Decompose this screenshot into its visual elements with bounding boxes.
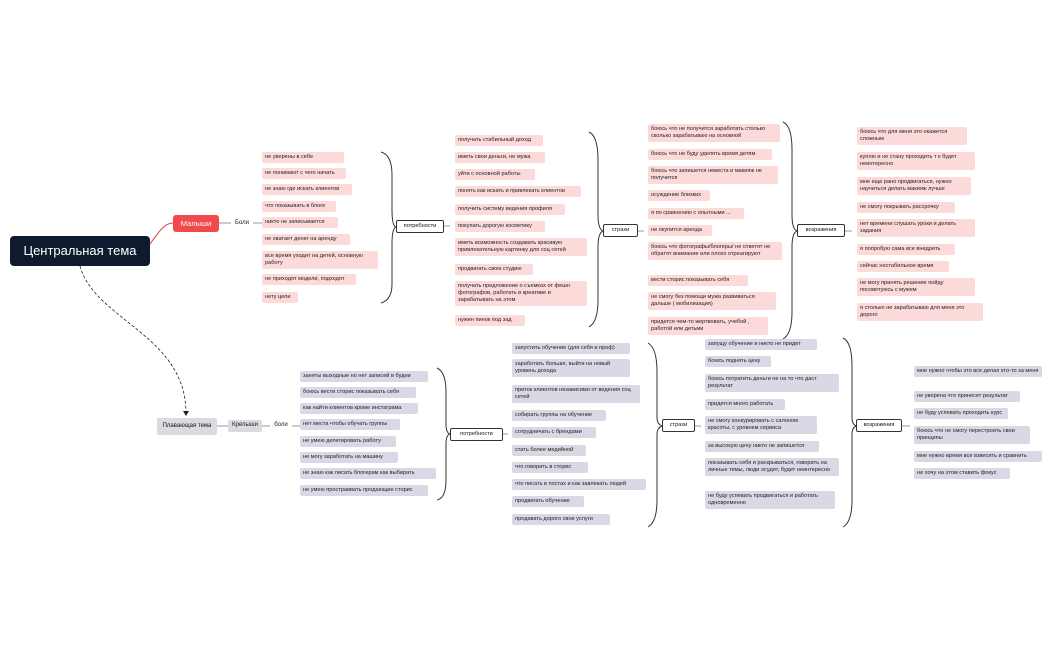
malyshi-boli-leaf[interactable]: не знаю где искать клиентов: [262, 184, 352, 195]
malyshi-objection-leaf[interactable]: мне еще рано продвигаться, нужно научить…: [857, 177, 971, 195]
malyshi-objections-label[interactable]: возражения: [797, 224, 845, 237]
malyshi-fear-leaf[interactable]: не окупится аренда: [648, 225, 712, 236]
malyshi-boli-leaf[interactable]: не уверены в себе: [262, 152, 344, 163]
malyshi-boli-leaf[interactable]: нету цели: [262, 292, 298, 303]
malyshi-needs-label[interactable]: потребности: [396, 220, 444, 233]
krepyshi-boli-leaf[interactable]: заняты выходные но нет записей в будни: [300, 371, 428, 382]
krepyshi-need-leaf[interactable]: приток клиентов независимо от ведения со…: [512, 385, 640, 403]
malyshi-fear-leaf[interactable]: боюсь что не получится заработать стольк…: [648, 124, 780, 142]
malyshi-need-leaf[interactable]: иметь свои деньги, не мужа: [455, 152, 545, 163]
krepyshi-fear-leaf[interactable]: показывать себя и раскрываться, говорить…: [705, 458, 839, 476]
malyshi-fears-label[interactable]: страхи: [603, 224, 638, 237]
malyshi-boli-leaf[interactable]: все время уходит на детей, основную рабо…: [262, 251, 378, 269]
malyshi-need-leaf[interactable]: получить систему ведения профиля: [455, 204, 565, 215]
krepyshi-objection-leaf[interactable]: боюсь что не смогу перестроить свои прин…: [914, 426, 1030, 444]
malyshi-fear-leaf[interactable]: не смогу без помощи мужа развиваться дал…: [648, 292, 776, 310]
malyshi-need-leaf[interactable]: получать предложение о съемках от фешн ф…: [455, 281, 587, 306]
malyshi-boli-leaf[interactable]: не приходят модели, подходят: [262, 274, 356, 285]
krepyshi-objection-leaf[interactable]: мне нужно чтобы это все делал кто-то за …: [914, 366, 1042, 377]
krepyshi-boli-leaf[interactable]: не могу заработать на машину: [300, 452, 398, 463]
krepyshi-objection-leaf[interactable]: не уверена что принесет результат: [914, 391, 1020, 402]
topic-malyshi[interactable]: Малыши: [173, 215, 219, 232]
krepyshi-boli-leaf[interactable]: нет места чтобы обучать группы: [300, 419, 400, 430]
krepyshi-objection-leaf[interactable]: мне нужно время все взвесить и сравнить: [914, 451, 1042, 462]
malyshi-boli-leaf[interactable]: что показывать в блоге: [262, 201, 336, 212]
krepyshi-objections-label[interactable]: возражения: [856, 419, 902, 432]
central-topic[interactable]: Центральная тема: [10, 236, 150, 266]
malyshi-objection-leaf[interactable]: куплю и не стану проходить т к будет неи…: [857, 152, 975, 170]
krepyshi-fear-leaf[interactable]: запущу обучение и никто не придет: [705, 339, 817, 350]
krepyshi-boli-leaf[interactable]: боюсь вести сторис показывать себя: [300, 387, 416, 398]
malyshi-objection-leaf[interactable]: боюсь что для меня это окажется сложным: [857, 127, 967, 145]
malyshi-fear-leaf[interactable]: придется чем-то жертвовать, учебой , раб…: [648, 317, 768, 335]
topic-krepyshi[interactable]: Крепыши: [228, 420, 262, 432]
malyshi-boli-leaf[interactable]: никто не записывается: [262, 217, 338, 228]
krepyshi-needs-label[interactable]: потребности: [450, 428, 503, 441]
krepyshi-fear-leaf[interactable]: за высокую цену никто не запишется: [705, 441, 819, 452]
label-boli-malyshi[interactable]: Боли: [235, 219, 249, 226]
malyshi-objection-leaf[interactable]: не могу принять решение пойду посоветуюс…: [857, 278, 975, 296]
malyshi-objection-leaf[interactable]: я попробую сама все внедрить: [857, 244, 955, 255]
krepyshi-objection-leaf[interactable]: не хочу на этом ставить фокус: [914, 468, 1010, 479]
malyshi-need-leaf[interactable]: покупать дорогую косметику: [455, 221, 545, 232]
floating-topic[interactable]: Плавающая тема: [157, 418, 217, 435]
krepyshi-need-leaf[interactable]: продвигать обучение: [512, 496, 584, 507]
krepyshi-fear-leaf[interactable]: не смогу конкурировать с салоном красоты…: [705, 416, 817, 434]
malyshi-fear-leaf[interactable]: вести сторис показывать себя: [648, 275, 748, 286]
malyshi-objection-leaf[interactable]: я столько не зарабатываю для меня это до…: [857, 303, 983, 321]
krepyshi-objection-leaf[interactable]: не буду успевать проходить курс: [914, 408, 1008, 419]
malyshi-fear-leaf[interactable]: осуждение близких: [648, 190, 710, 201]
malyshi-boli-leaf[interactable]: не хватает денег на аренду: [262, 234, 350, 245]
krepyshi-need-leaf[interactable]: что писать в постах и как завлекать люде…: [512, 479, 646, 490]
malyshi-need-leaf[interactable]: получать стабильный доход: [455, 135, 543, 146]
krepyshi-need-leaf[interactable]: стать более медийной: [512, 445, 586, 456]
krepyshi-need-leaf[interactable]: продавать дорого свои услуги: [512, 514, 610, 525]
krepyshi-fear-leaf[interactable]: придется много работать: [705, 399, 785, 410]
malyshi-fear-leaf[interactable]: я по сравнению с опытными ...: [648, 208, 744, 219]
malyshi-objection-leaf[interactable]: сейчас нестабильное время: [857, 261, 949, 272]
malyshi-need-leaf[interactable]: уйти с основной работы: [455, 169, 535, 180]
krepyshi-need-leaf[interactable]: сотрудничать с брендами: [512, 427, 596, 438]
malyshi-fear-leaf[interactable]: боюсь что запишется невеста и макияж не …: [648, 166, 778, 184]
malyshi-need-leaf[interactable]: продвигать свою студию: [455, 264, 533, 275]
krepyshi-need-leaf[interactable]: заработать больше, выйти на новый уровен…: [512, 359, 630, 377]
krepyshi-fear-leaf[interactable]: не буду успевать продвигаться и работать…: [705, 491, 835, 509]
malyshi-need-leaf[interactable]: понять как искать и привлекать клиентов: [455, 186, 581, 197]
krepyshi-need-leaf[interactable]: что говорить в сторис: [512, 462, 588, 473]
krepyshi-need-leaf[interactable]: собирать группы на обучение: [512, 410, 606, 421]
malyshi-need-leaf[interactable]: иметь возможность создавать красивую при…: [455, 238, 587, 256]
malyshi-need-leaf[interactable]: нужен пинок под зад: [455, 315, 525, 326]
malyshi-objection-leaf[interactable]: нет времени слушать уроки и делать задан…: [857, 219, 975, 237]
krepyshi-boli-leaf[interactable]: не умею делегировать работу: [300, 436, 396, 447]
krepyshi-boli-leaf[interactable]: как найти клиентов кроме инстаграма: [300, 403, 418, 414]
krepyshi-boli-leaf[interactable]: не умею простраивать продающие сторис: [300, 485, 428, 496]
krepyshi-fear-leaf[interactable]: боюсь поднять цену: [705, 356, 771, 367]
krepyshi-fear-leaf[interactable]: боюсь потратить деньги не на то что даст…: [705, 374, 839, 392]
krepyshi-boli-leaf[interactable]: не знаю как писать блогерам как выбирать: [300, 468, 436, 479]
malyshi-fear-leaf[interactable]: боюсь что фотографы/блогеры/ не ответят …: [648, 242, 782, 260]
krepyshi-need-leaf[interactable]: запустить обучение (для себя и проф): [512, 343, 630, 354]
malyshi-boli-leaf[interactable]: не понимают с чего начать: [262, 168, 346, 179]
krepyshi-fears-label[interactable]: страхи: [662, 419, 695, 432]
malyshi-fear-leaf[interactable]: боюсь что не буду уделять время детям: [648, 149, 772, 160]
malyshi-objection-leaf[interactable]: не смогу покрывать рассрочку: [857, 202, 955, 213]
label-boli-krepyshi[interactable]: боли: [274, 422, 288, 429]
